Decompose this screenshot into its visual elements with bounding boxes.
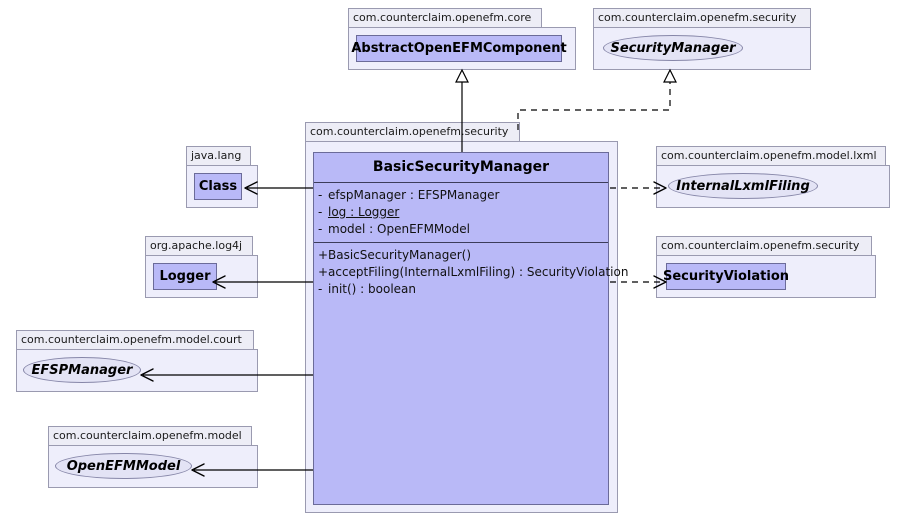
class-abstract-open-efm-component-label: AbstractOpenEFMComponent [351, 41, 567, 56]
class-basic-security-manager[interactable]: BasicSecurityManager -efspManager : EFSP… [313, 152, 628, 505]
edge-realization-security-manager [517, 68, 677, 130]
interface-openefm-model-label: OpenEFMModel [66, 458, 181, 474]
package-model[interactable]: com.counterclaim.openefm.model OpenEFMMo… [48, 426, 258, 488]
class-security-violation[interactable]: SecurityViolation [663, 263, 790, 290]
attribute-visibility: - [318, 205, 323, 219]
package-security-right-tab: com.counterclaim.openefm.security [656, 236, 872, 255]
operation-text: init() : boolean [328, 282, 416, 296]
package-model-lxml-tab: com.counterclaim.openefm.model.lxml [656, 146, 886, 165]
attribute-row: -model : OpenEFMModel [318, 221, 604, 238]
class-logger[interactable]: Logger [153, 263, 217, 290]
class-attributes-compartment: -efspManager : EFSPManager -log : Logger… [314, 183, 608, 243]
class-security-violation-label: SecurityViolation [663, 269, 790, 284]
interface-security-manager-label: SecurityManager [610, 40, 736, 56]
interface-openefm-model[interactable]: OpenEFMModel [55, 453, 192, 479]
package-log4j-tab: org.apache.log4j [145, 236, 253, 255]
package-security-top[interactable]: com.counterclaim.openefm.security Securi… [593, 8, 811, 70]
class-java-class-label: Class [198, 179, 238, 194]
package-model-court[interactable]: com.counterclaim.openefm.model.court EFS… [16, 330, 258, 392]
interface-internal-lxml-filing-label: InternalLxmlFiling [676, 178, 810, 194]
operation-visibility: + [318, 265, 329, 279]
package-core[interactable]: com.counterclaim.openefm.core AbstractOp… [348, 8, 576, 70]
attribute-row: -log : Logger [318, 204, 604, 221]
attribute-text: model : OpenEFMModel [328, 222, 470, 236]
operation-text: BasicSecurityManager() [328, 248, 472, 262]
interface-internal-lxml-filing[interactable]: InternalLxmlFiling [668, 173, 818, 199]
package-model-court-tab: com.counterclaim.openefm.model.court [16, 330, 254, 349]
operation-row: +acceptFiling(InternalLxmlFiling) : Secu… [318, 264, 628, 281]
package-model-lxml[interactable]: com.counterclaim.openefm.model.lxml Inte… [656, 146, 890, 208]
package-log4j[interactable]: org.apache.log4j Logger [145, 236, 258, 298]
package-security-right[interactable]: com.counterclaim.openefm.security Securi… [656, 236, 876, 298]
attribute-text: log : Logger [328, 205, 400, 219]
class-logger-label: Logger [159, 269, 211, 284]
attribute-visibility: - [318, 188, 323, 202]
interface-efsp-manager[interactable]: EFSPManager [23, 357, 141, 383]
class-java-class[interactable]: Class [194, 173, 242, 200]
operation-text: acceptFiling(InternalLxmlFiling) : Secur… [328, 265, 629, 279]
attribute-text: efspManager : EFSPManager [328, 188, 500, 202]
package-core-tab: com.counterclaim.openefm.core [348, 8, 542, 27]
attribute-visibility: - [318, 222, 323, 236]
class-operations-compartment: +BasicSecurityManager() +acceptFiling(In… [314, 243, 628, 302]
attribute-row: -efspManager : EFSPManager [318, 187, 604, 204]
class-abstract-open-efm-component[interactable]: AbstractOpenEFMComponent [351, 35, 567, 62]
operation-visibility: - [318, 282, 323, 296]
package-java-lang-tab: java.lang [186, 146, 251, 165]
class-basic-security-manager-title: BasicSecurityManager [314, 153, 608, 183]
package-model-tab: com.counterclaim.openefm.model [48, 426, 252, 445]
package-security-top-tab: com.counterclaim.openefm.security [593, 8, 811, 27]
package-java-lang[interactable]: java.lang Class [186, 146, 258, 208]
package-security-main-tab: com.counterclaim.openefm.security [305, 122, 520, 141]
interface-security-manager[interactable]: SecurityManager [603, 35, 743, 61]
interface-efsp-manager-label: EFSPManager [31, 362, 133, 378]
package-security-main[interactable]: com.counterclaim.openefm.security BasicS… [305, 122, 628, 513]
operation-row: +BasicSecurityManager() [318, 247, 604, 264]
operation-visibility: + [318, 248, 329, 262]
operation-row: -init() : boolean [318, 281, 604, 298]
